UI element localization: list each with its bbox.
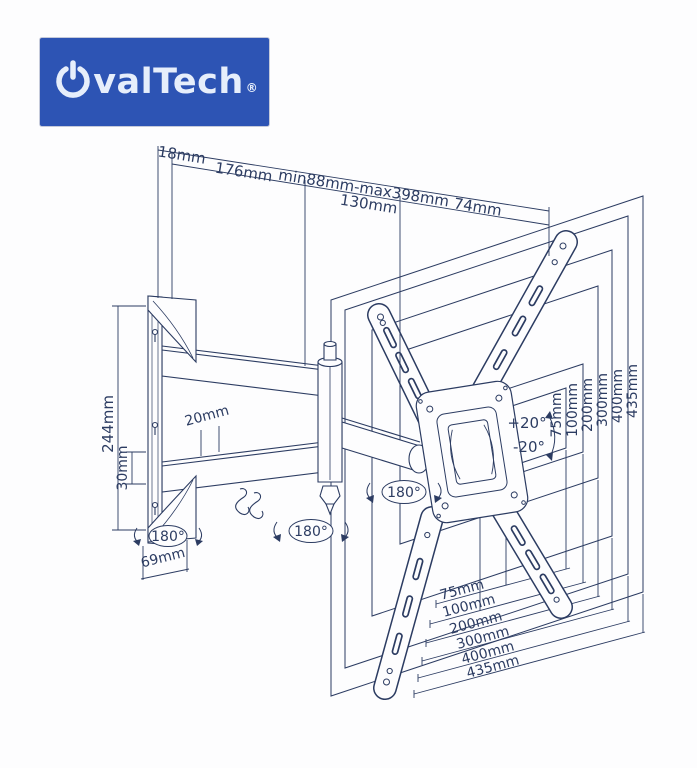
rot-label-plate: 180° xyxy=(387,485,421,501)
tilt-label-minus: -20° xyxy=(513,438,545,456)
swivel-annotation-plate: 180° xyxy=(366,480,442,504)
brand-logo: valTech ® xyxy=(40,38,269,126)
swivel-annotation-wall: 180° xyxy=(133,525,203,547)
dim-label-30mm: 30mm xyxy=(115,445,131,490)
vesa-right-label-400: 400mm xyxy=(610,369,626,423)
cable-hook xyxy=(249,492,264,519)
rot-label-wall: 180° xyxy=(151,529,185,545)
rot-label-arm: 180° xyxy=(294,524,328,540)
wall-plate xyxy=(147,295,163,545)
top-fin xyxy=(147,295,197,364)
vesa-right-label-200: 200mm xyxy=(580,378,596,432)
brand-text: valTech xyxy=(93,61,244,102)
top-dimensions xyxy=(157,146,550,428)
top-dimension-labels: 18mm 176mm min88mm-max398mm 130mm 74mm xyxy=(157,142,504,219)
power-icon xyxy=(56,60,90,98)
registered-mark: ® xyxy=(245,81,258,95)
vesa-rect-435 xyxy=(330,195,644,697)
vesa-right-label-435: 435mm xyxy=(625,364,641,418)
vesa-rect-400 xyxy=(344,215,629,669)
upper-arm-bar xyxy=(161,349,325,397)
dim-label-74mm: 74mm xyxy=(453,194,504,219)
pivot-bolt xyxy=(319,485,341,505)
dim-label-176mm: 176mm xyxy=(214,159,274,186)
vesa-right-label-300: 300mm xyxy=(595,373,611,427)
vesa-right-label-100: 100mm xyxy=(565,383,581,437)
wall-bracket xyxy=(147,295,430,545)
lower-arm-bar xyxy=(161,445,325,493)
bottom-dimension-labels: 75mm 100mm 200mm 300mm 400mm 435mm xyxy=(438,577,521,682)
rotation-annotations: 180° 180° 180° xyxy=(133,480,442,547)
dim-label-244mm: 244mm xyxy=(99,395,117,453)
plate-window xyxy=(447,419,497,485)
vesa-plate xyxy=(367,230,578,700)
swivel-annotation-arm: 180° xyxy=(273,519,349,543)
dim-label-18mm: 18mm xyxy=(157,142,208,167)
tilt-label-plus: +20° xyxy=(507,414,546,432)
dim-label-20mm: 20mm xyxy=(183,403,231,430)
tilt-annotation: +20° -20° xyxy=(507,411,556,461)
cable-hook xyxy=(235,488,250,515)
dim-label-69mm: 69mm xyxy=(139,545,187,571)
vesa-rect-300 xyxy=(371,249,613,617)
left-dimensions xyxy=(112,305,220,580)
right-dimension-labels: 75mm 100mm 200mm 300mm 400mm 435mm xyxy=(549,364,641,438)
bottom-fin xyxy=(147,474,197,543)
arm-slots xyxy=(383,285,555,655)
